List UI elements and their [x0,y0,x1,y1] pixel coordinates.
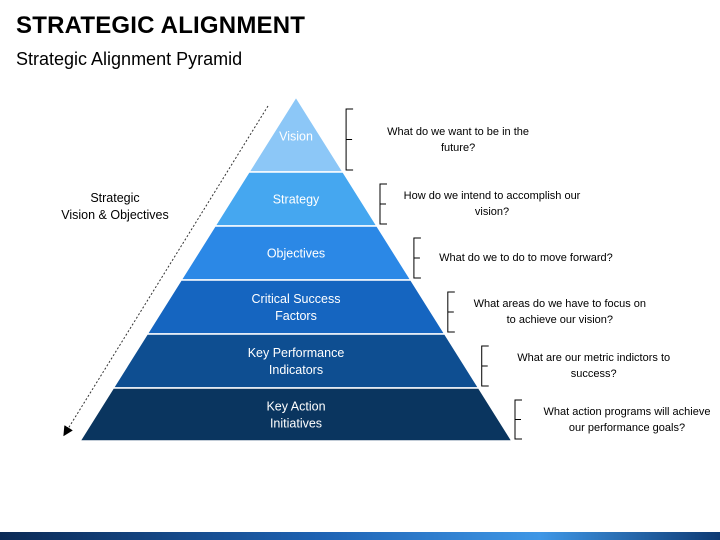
bracket-strategy [379,183,387,225]
tier-label-key-action-initiatives: Initiatives [270,417,322,431]
brackets [345,108,522,440]
tier-label-key-performance-indicators: Key Performance [248,346,345,360]
tier-label-critical-success-factors: Critical Success [252,292,341,306]
page-title: STRATEGIC ALIGNMENT [16,12,306,39]
tier-label-key-performance-indicators: Indicators [269,363,323,377]
tier-label-strategy: Strategy [273,193,320,207]
question-key-action-initiatives: What action programs will achieve our pe… [543,405,711,434]
page-subtitle: Strategic Alignment Pyramid [16,49,243,69]
tier-critical-success-factors [145,279,447,335]
tier-label-objectives: Objectives [267,247,325,261]
bracket-objectives [413,237,421,279]
question-key-performance-indicators: What are our metric indictors to success… [517,352,671,380]
question-critical-success-factors: What areas do we have to focus on to ach… [473,298,647,326]
tier-label-vision: Vision [279,130,313,144]
bracket-key-action-initiatives [514,399,522,440]
tier-label-key-action-initiatives: Key Action [266,400,325,414]
tier-key-action-initiatives [78,387,514,442]
side-label-line1: Strategic [90,191,140,205]
bracket-vision [345,108,354,171]
side-label: Strategic Vision & Objectives [50,190,180,224]
tier-key-performance-indicators [111,333,481,389]
bracket-key-performance-indicators [481,345,489,387]
question-objectives: What do we to do to move forward? [439,252,613,264]
question-strategy: How do we intend to accomplish our visio… [403,190,581,218]
question-vision: What do we want to be in the future? [387,125,530,154]
footer-bar [0,532,720,540]
tier-label-critical-success-factors: Factors [275,309,317,323]
side-label-line2: Vision & Objectives [61,208,169,222]
bracket-critical-success-factors [447,291,455,333]
